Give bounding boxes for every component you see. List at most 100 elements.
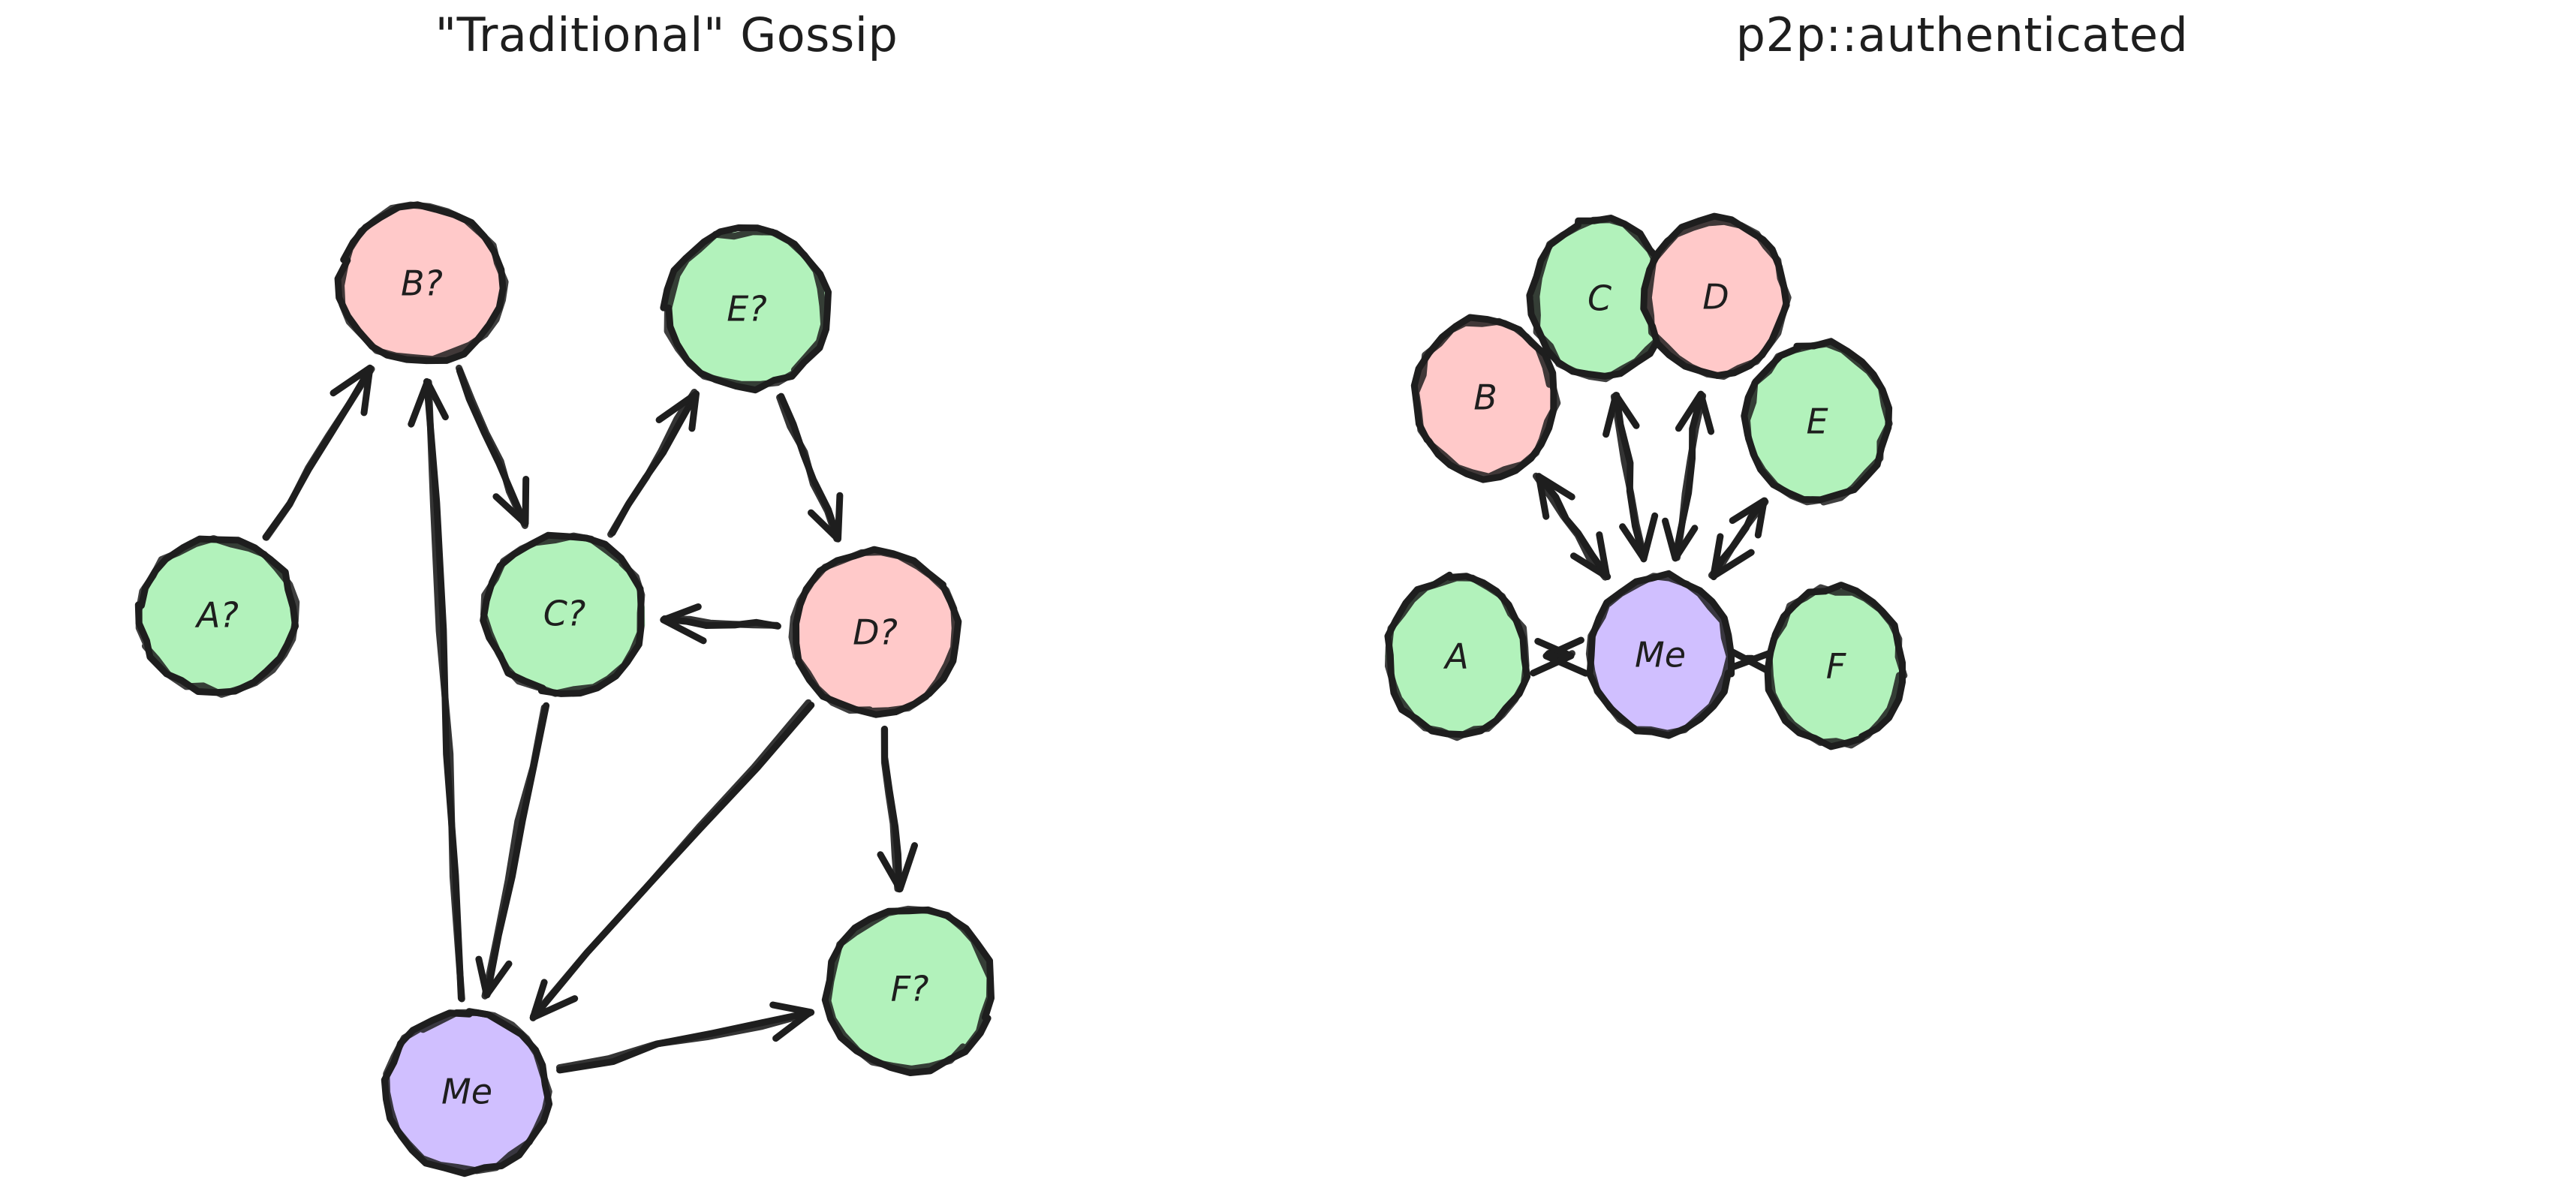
edge-a-to-b bbox=[262, 364, 375, 541]
node-fill bbox=[1746, 341, 1886, 501]
node-outline-overstroke bbox=[664, 228, 828, 388]
edge-e-to-d bbox=[776, 392, 844, 543]
arrow-head bbox=[408, 378, 449, 428]
arrow-head bbox=[1542, 636, 1590, 677]
arrow-head bbox=[877, 842, 918, 893]
node-label: D bbox=[1702, 277, 1729, 317]
node-label: B? bbox=[401, 263, 443, 304]
node-fill bbox=[484, 534, 646, 694]
node-c[interactable]: C bbox=[1526, 215, 1672, 383]
node-me[interactable]: Me bbox=[1585, 570, 1735, 739]
arrow-head bbox=[492, 476, 530, 528]
node-fill bbox=[1385, 577, 1528, 735]
node-b[interactable]: B? bbox=[334, 201, 509, 365]
edge-d-to-me bbox=[529, 699, 815, 1021]
edge-shaft-overstroke bbox=[456, 364, 528, 529]
arrow-head bbox=[330, 364, 374, 417]
node-a[interactable]: A bbox=[1384, 571, 1531, 741]
node-label: C bbox=[1587, 278, 1612, 319]
node-outline-overstroke bbox=[383, 1009, 552, 1174]
node-fill bbox=[385, 1012, 549, 1171]
node-me[interactable]: Me bbox=[381, 1008, 553, 1177]
edge-shaft-overstroke bbox=[880, 726, 901, 892]
arrow-head-reverse bbox=[1619, 512, 1659, 562]
edge-shaft-overstroke bbox=[425, 378, 465, 1003]
node-outline-overstroke bbox=[1744, 340, 1893, 506]
node-fill bbox=[1531, 221, 1666, 377]
edge-me-to-d bbox=[1662, 390, 1715, 562]
node-d[interactable]: D bbox=[1640, 212, 1792, 380]
node-fill bbox=[793, 550, 957, 714]
arrow-head bbox=[769, 1001, 814, 1042]
graph-traditional-gossip: A? B? C? D? E? F? Me bbox=[134, 201, 995, 1177]
node-label: A bbox=[1443, 636, 1468, 677]
arrow-head-reverse bbox=[1662, 517, 1699, 562]
node-a[interactable]: A? bbox=[134, 535, 300, 698]
node-fill bbox=[825, 907, 991, 1071]
node-fill bbox=[1413, 317, 1554, 477]
edge-shaft-overstroke bbox=[1673, 392, 1707, 561]
node-f[interactable]: F? bbox=[821, 905, 995, 1076]
edge-d-to-f bbox=[877, 725, 918, 893]
node-outline-overstroke bbox=[338, 201, 509, 363]
arrow-head-reverse bbox=[1530, 638, 1575, 677]
arrow-head bbox=[808, 492, 844, 543]
node-outline-overstroke bbox=[1645, 218, 1792, 380]
edge-shaft-overstroke bbox=[1533, 472, 1609, 581]
arrow-head bbox=[655, 390, 700, 432]
edge-me-to-a bbox=[1530, 636, 1590, 677]
node-label: F? bbox=[891, 969, 929, 1009]
node-outline-overstroke bbox=[1413, 317, 1561, 480]
node-fill bbox=[1592, 577, 1729, 735]
node-outline-overstroke bbox=[824, 905, 994, 1072]
node-f[interactable]: F bbox=[1764, 582, 1908, 750]
node-fill bbox=[140, 540, 295, 693]
node-label: E bbox=[1806, 402, 1828, 442]
edge-me-to-e bbox=[1708, 497, 1769, 581]
edge-c-to-e bbox=[607, 389, 700, 538]
edge-d-to-c bbox=[660, 603, 781, 645]
node-label: D? bbox=[853, 612, 898, 653]
edge-shaft-overstroke bbox=[1708, 498, 1769, 579]
edge-shaft-overstroke bbox=[1610, 392, 1648, 561]
node-label: Me bbox=[1635, 635, 1686, 675]
arrow-head bbox=[529, 979, 579, 1021]
edge-b-to-c bbox=[456, 364, 530, 529]
edge-c-to-me bbox=[475, 702, 550, 1000]
node-d[interactable]: D? bbox=[788, 546, 962, 718]
edge-shaft-overstroke bbox=[555, 1009, 813, 1072]
node-fill bbox=[1645, 217, 1787, 376]
node-outline-overstroke bbox=[1585, 573, 1733, 737]
node-label: F bbox=[1826, 646, 1846, 687]
edge-shaft-overstroke bbox=[607, 389, 698, 538]
node-outline-overstroke bbox=[135, 535, 300, 698]
edge-me-to-c bbox=[1602, 392, 1659, 563]
edge-layer bbox=[262, 364, 918, 1074]
node-label: A? bbox=[194, 595, 239, 636]
node-e[interactable]: E? bbox=[660, 224, 832, 394]
panel-traditional-gossip: "Traditional" Gossip A?B?C?D?E?F?Me bbox=[134, 8, 995, 1177]
arrow-head bbox=[660, 603, 707, 645]
arrow-head bbox=[1729, 497, 1768, 539]
arrow-head-reverse bbox=[1570, 531, 1611, 580]
node-e[interactable]: E bbox=[1741, 338, 1893, 506]
edge-shaft-overstroke bbox=[481, 704, 548, 1000]
node-label: E? bbox=[727, 289, 766, 329]
edge-shaft-overstroke bbox=[263, 365, 375, 541]
arrow-head bbox=[1675, 390, 1715, 435]
node-label: B bbox=[1473, 377, 1497, 418]
node-fill bbox=[664, 231, 827, 388]
node-fill bbox=[1768, 588, 1903, 747]
node-b[interactable]: B bbox=[1410, 314, 1561, 483]
node-c[interactable]: C? bbox=[480, 531, 646, 697]
arrow-head bbox=[475, 955, 513, 999]
edge-shaft-overstroke bbox=[661, 615, 781, 629]
edge-me-to-b bbox=[408, 377, 465, 1003]
node-outline-overstroke bbox=[1385, 574, 1530, 741]
arrow-head bbox=[1602, 392, 1640, 438]
edge-shaft-overstroke bbox=[530, 699, 812, 1020]
node-outline-overstroke bbox=[1765, 584, 1908, 749]
arrow-head-reverse bbox=[1710, 533, 1755, 580]
